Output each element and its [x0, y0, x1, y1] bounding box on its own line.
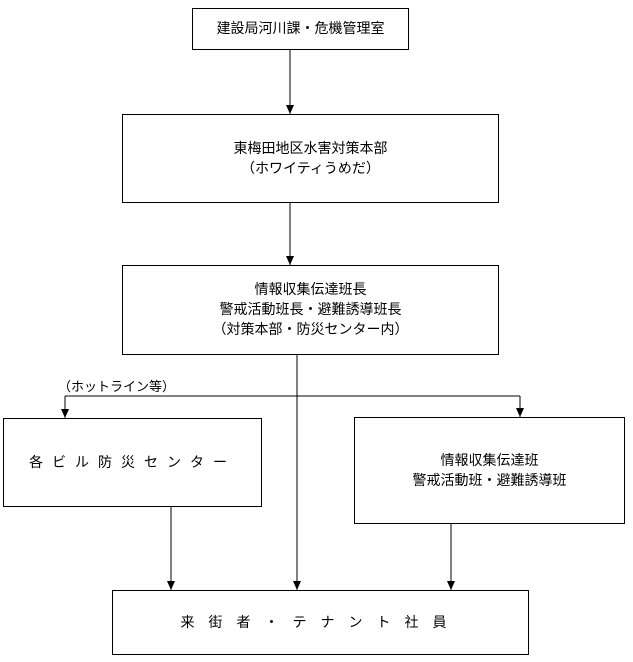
node-leaders-line2: 警戒活動班長・避難誘導班長 [219, 302, 402, 318]
node-building-centers-label: 各ビル防災センター [29, 454, 236, 471]
node-leaders: 情報収集伝達班長 警戒活動班長・避難誘導班長 （対策本部・防災センター内） [122, 265, 499, 355]
node-building-centers: 各ビル防災センター [3, 418, 262, 507]
node-teams-line2: 警戒活動班・避難誘導班 [412, 472, 567, 489]
node-visitors: 来街者・テナント社員 [112, 590, 529, 655]
node-hq-location: （ホワイティうめだ） [241, 160, 380, 177]
hotline-label: （ホットライン等） [58, 380, 176, 395]
node-visitors-label: 来街者・テナント社員 [180, 614, 461, 631]
node-hq-title: 東梅田地区水害対策本部 [233, 140, 388, 157]
node-leaders-line3: （対策本部・防災センター内） [212, 322, 409, 338]
node-teams: 情報収集伝達班 警戒活動班・避難誘導班 [354, 417, 625, 524]
node-leaders-line1: 情報収集伝達班長 [254, 282, 367, 298]
node-river-division-label: 建設局河川課・危機管理室 [216, 21, 385, 37]
node-hq: 東梅田地区水害対策本部 （ホワイティうめだ） [122, 114, 499, 203]
node-river-division: 建設局河川課・危機管理室 [192, 8, 409, 50]
node-teams-line1: 情報収集伝達班 [440, 452, 539, 469]
